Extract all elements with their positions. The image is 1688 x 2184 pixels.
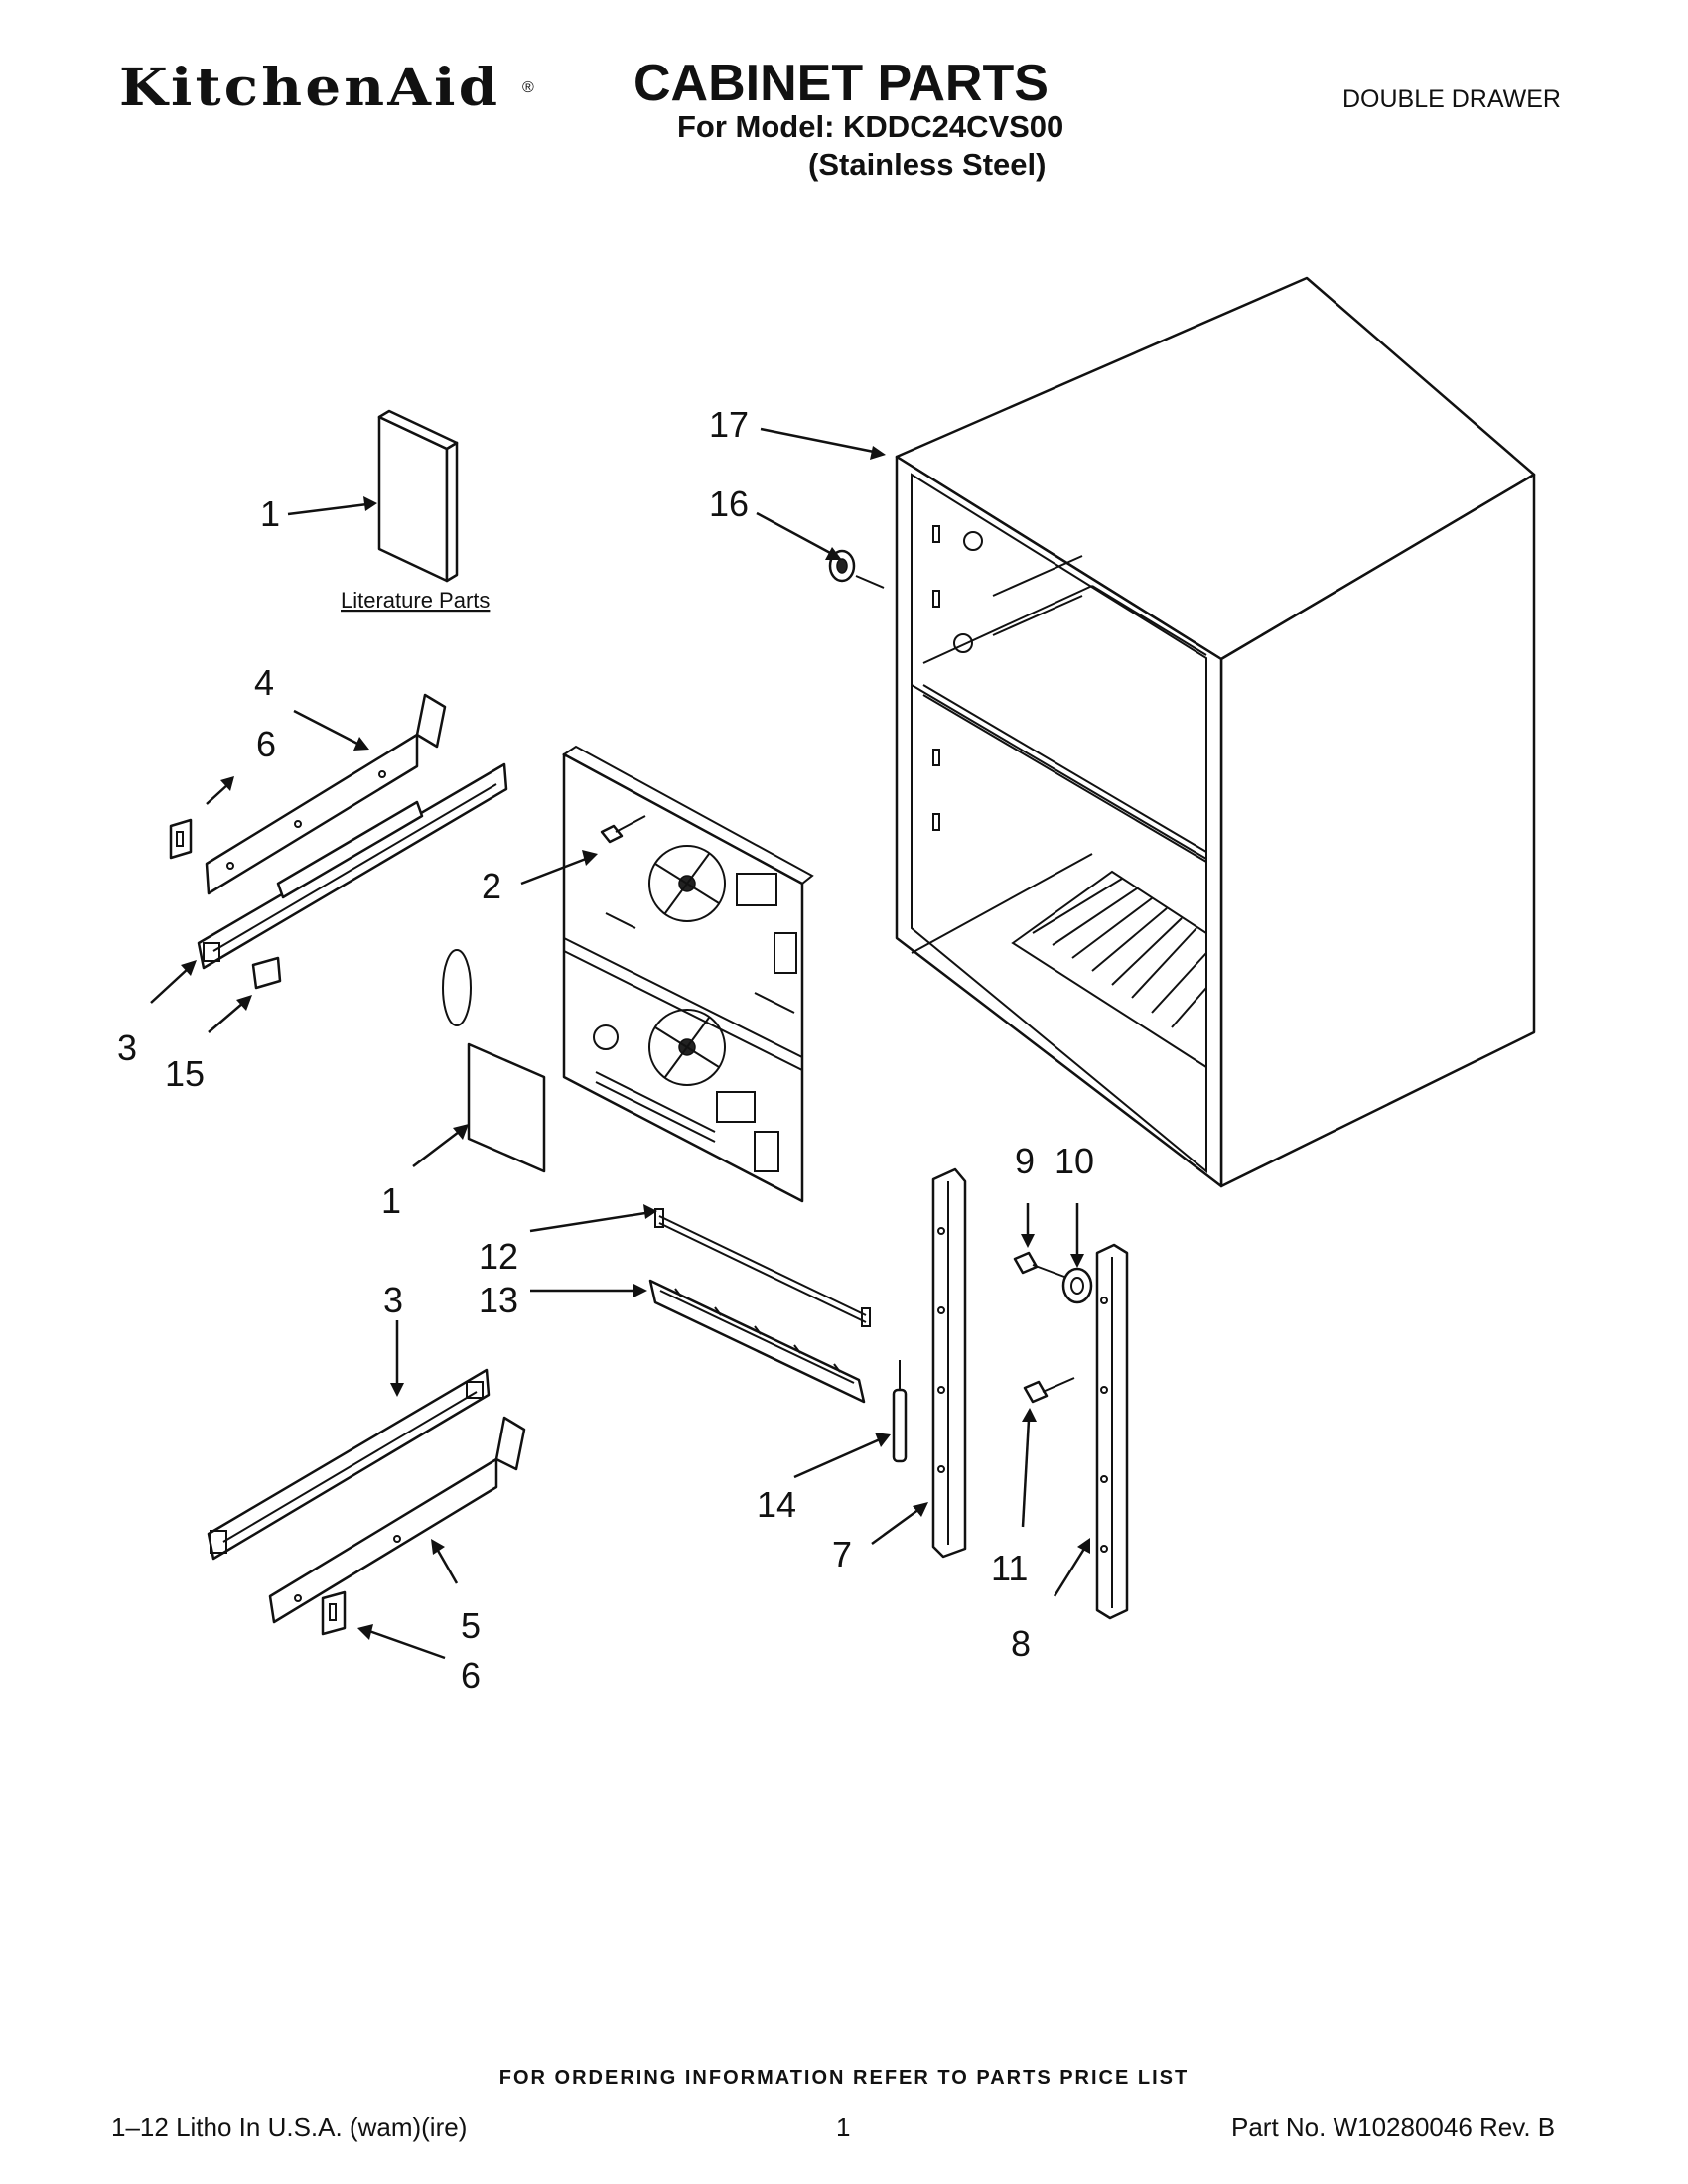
literature-book-part bbox=[377, 409, 459, 583]
litho-info: 1–12 Litho In U.S.A. (wam)(ire) bbox=[111, 2113, 468, 2142]
callout-2: 2 bbox=[482, 866, 501, 906]
brand-logo: KitchenAid bbox=[119, 58, 501, 118]
sensor-part-14 bbox=[892, 1360, 908, 1463]
callout-4: 4 bbox=[254, 662, 274, 703]
callout-16: 16 bbox=[709, 483, 749, 524]
callout-15: 15 bbox=[165, 1053, 205, 1094]
callout-8: 8 bbox=[1011, 1623, 1031, 1664]
literature-parts-label: Literature Parts bbox=[341, 588, 490, 613]
callout-11: 11 bbox=[991, 1548, 1028, 1588]
page-title: CABINET PARTS bbox=[633, 55, 1049, 112]
callout-14: 14 bbox=[757, 1484, 796, 1525]
lower-drawer-slide-part bbox=[207, 1368, 491, 1561]
model-line: For Model: KDDC24CVS00 bbox=[677, 109, 1064, 144]
callout-labels: 1 Literature Parts 4 6 2 3 15 1 12 13 3 … bbox=[117, 404, 1094, 1696]
cabinet-part bbox=[895, 276, 1536, 1188]
screw-part-2 bbox=[600, 815, 646, 844]
callout-7: 7 bbox=[832, 1534, 852, 1574]
washer-part-10 bbox=[1061, 1267, 1093, 1304]
callout-10: 10 bbox=[1055, 1141, 1094, 1181]
upper-drawer-rail-part bbox=[205, 693, 447, 895]
callout-1-bag: 1 bbox=[381, 1180, 401, 1221]
left-support-bracket-part bbox=[931, 1167, 967, 1559]
callout-9: 9 bbox=[1015, 1141, 1035, 1181]
callout-6-upper: 6 bbox=[256, 724, 276, 764]
screw-part-11 bbox=[1023, 1377, 1075, 1404]
callout-13: 13 bbox=[479, 1280, 518, 1320]
screw-part-9 bbox=[1013, 1251, 1065, 1278]
callout-3-upper: 3 bbox=[117, 1027, 137, 1068]
slide-clip-part bbox=[251, 956, 282, 990]
literature-bag-part bbox=[442, 949, 546, 1173]
callout-1-literature: 1 bbox=[260, 493, 280, 534]
machine-compartment-panel-part bbox=[562, 745, 814, 1203]
drain-trough-part bbox=[648, 1279, 866, 1404]
ordering-note: FOR ORDERING INFORMATION REFER TO PARTS … bbox=[498, 2067, 1190, 2089]
callout-3-lower: 3 bbox=[383, 1280, 403, 1320]
callout-5: 5 bbox=[461, 1605, 481, 1646]
finish-line: (Stainless Steel) bbox=[808, 147, 1047, 182]
lower-drawer-stop-part bbox=[321, 1590, 347, 1636]
callout-6-lower: 6 bbox=[461, 1655, 481, 1696]
upper-drawer-slide-part bbox=[197, 762, 508, 970]
cabinet-floor-vent bbox=[1011, 870, 1207, 1069]
upper-drawer-stop-part bbox=[169, 818, 193, 860]
callout-12: 12 bbox=[479, 1236, 518, 1277]
page-number: 1 bbox=[836, 2113, 851, 2142]
variant-label: DOUBLE DRAWER bbox=[1342, 85, 1561, 113]
lower-drawer-rail-part bbox=[268, 1416, 526, 1624]
leader-lines bbox=[150, 427, 1090, 1660]
drain-rod-part bbox=[654, 1208, 871, 1327]
right-support-bracket-part bbox=[1095, 1243, 1129, 1620]
callout-17: 17 bbox=[709, 404, 749, 445]
part-number: Part No. W10280046 Rev. B bbox=[1231, 2113, 1556, 2142]
brand-registered-mark: ® bbox=[522, 79, 534, 96]
